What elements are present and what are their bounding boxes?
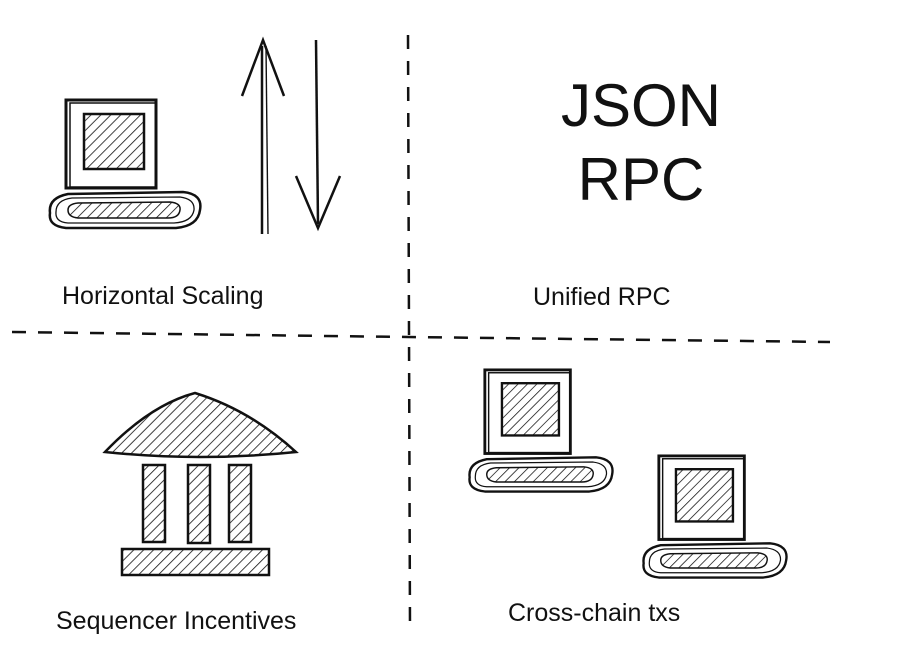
arrow-down-icon bbox=[294, 39, 342, 232]
computer-icon bbox=[642, 454, 788, 579]
label-cross-chain-txs: Cross-chain txs bbox=[508, 599, 681, 627]
computer-icon bbox=[468, 368, 614, 493]
arrow-up-icon bbox=[240, 36, 286, 235]
label-horizontal-scaling: Horizontal Scaling bbox=[62, 282, 264, 310]
vertical-divider bbox=[406, 34, 412, 631]
horizontal-divider bbox=[11, 330, 831, 344]
quadrant-dividers bbox=[11, 34, 831, 631]
label-sequencer-incentives: Sequencer Incentives bbox=[56, 607, 297, 635]
label-unified-rpc: Unified RPC bbox=[533, 283, 671, 311]
bank-icon bbox=[102, 391, 299, 577]
rpc-title: RPC bbox=[577, 146, 705, 213]
computer-icon bbox=[48, 98, 202, 230]
json-title: JSON bbox=[560, 72, 722, 139]
